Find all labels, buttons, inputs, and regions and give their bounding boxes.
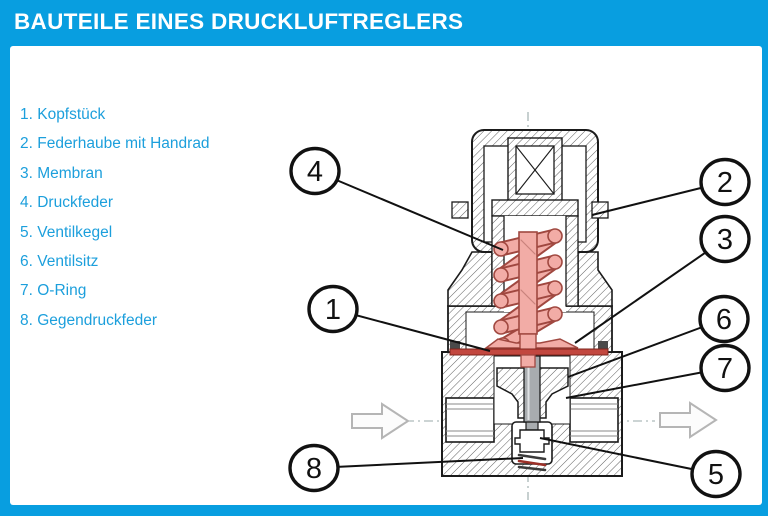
legend-item-kopfstueck: 1. Kopfstück — [20, 106, 106, 123]
legend-item-oring: 7. O-Ring — [20, 282, 87, 300]
bonnet-shoulder-right — [577, 251, 613, 307]
callout-6-number: 6 — [716, 304, 732, 336]
callout-5-number: 5 — [708, 459, 724, 491]
callout-7: 7 — [699, 343, 751, 393]
parts-legend: 1. Kopfstück 2. Federhaube mit Handrad 3… — [20, 100, 210, 335]
leader-line-6 — [567, 318, 725, 378]
leader-line-1 — [332, 308, 491, 352]
membrane — [449, 348, 609, 356]
membrane-clamp-left — [450, 341, 460, 350]
outlet-port — [569, 397, 619, 443]
callout-7-number: 7 — [717, 353, 733, 385]
flow-arrow-left-icon — [351, 402, 410, 440]
leader-line-4 — [314, 170, 504, 251]
legend-item-ventilkegel: 5. Ventilkegel — [20, 223, 113, 241]
bell-wall-right — [565, 215, 579, 307]
bell-flange — [491, 199, 579, 217]
leader-line-7 — [565, 367, 726, 399]
membrane-assembly — [449, 333, 609, 368]
callout-4-number: 4 — [307, 156, 323, 188]
valve-cone — [514, 429, 550, 453]
diaphragm-hub — [519, 333, 537, 351]
callout-1: 1 — [307, 284, 359, 334]
flange-tab-left — [451, 201, 469, 219]
membrane-clamp-right — [598, 341, 608, 350]
pressure-spring — [493, 228, 563, 353]
legend-item-federhaube: 2. Federhaube mit Handrad — [20, 135, 210, 153]
legend-item-ventilsitz: 6. Ventilsitz — [20, 252, 99, 270]
bonnet-shoulder-left — [447, 251, 493, 307]
valve-drawing — [441, 129, 623, 477]
flow-arrow-right-icon — [659, 401, 718, 439]
callout-5: 5 — [690, 449, 742, 499]
callout-3: 3 — [699, 214, 751, 264]
callout-3-number: 3 — [717, 224, 733, 256]
callout-2: 2 — [699, 157, 751, 207]
page-title: BAUTEILE EINES DRUCKLUFTREGLERS — [14, 9, 464, 34]
leader-line-5 — [539, 437, 717, 475]
counter-spring — [517, 453, 547, 472]
callout-4: 4 — [289, 146, 341, 196]
callout-2-number: 2 — [717, 167, 733, 199]
leader-line-3 — [574, 238, 726, 344]
legend-item-druckfeder: 4. Druckfeder — [20, 194, 114, 212]
legend-item-gegendruckfeder: 8. Gegendruckfeder — [20, 311, 158, 329]
callouts: 1 2 3 4 5 6 7 — [288, 146, 751, 499]
callout-1-number: 1 — [325, 294, 341, 326]
leader-line-8 — [313, 457, 524, 469]
flange-tab-right — [591, 201, 609, 219]
spindle-cross-b — [515, 145, 555, 195]
callout-6: 6 — [698, 294, 750, 344]
membrane-stem-joint — [520, 354, 536, 368]
callout-8-number: 8 — [306, 453, 322, 485]
callout-8: 8 — [288, 443, 340, 493]
inlet-port — [445, 397, 495, 443]
legend-item-membran: 3. Membran — [20, 164, 103, 182]
